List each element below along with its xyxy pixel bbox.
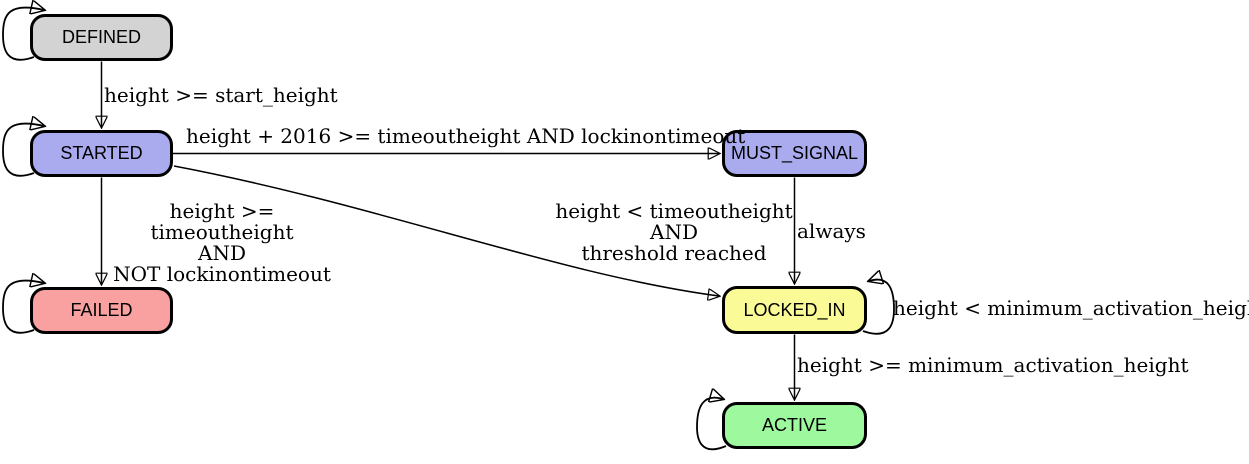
state-defined-label: DEFINED xyxy=(61,27,141,47)
edge-started-to-locked-in xyxy=(173,165,719,296)
label-locked-in-to-active: height >= minimum_activation_height xyxy=(797,353,1189,377)
label-started-to-locked-in-line1: height < timeoutheight xyxy=(555,199,793,223)
label-started-to-must-signal: height + 2016 >= timeoutheight AND locki… xyxy=(186,124,746,148)
state-started-label: STARTED xyxy=(60,143,143,163)
label-locked-in-self-loop: height < minimum_activation_height xyxy=(893,296,1249,320)
label-started-to-failed-line3: NOT lockinontimeout xyxy=(113,262,331,286)
label-started-to-failed-line2: AND xyxy=(198,241,246,265)
started-self-loop-arrow xyxy=(2,124,44,177)
state-failed-label: FAILED xyxy=(70,300,133,320)
state-active: ACTIVE xyxy=(722,402,867,449)
state-locked-in-label: LOCKED_IN xyxy=(743,299,846,320)
label-started-to-failed-line1: height >= timeoutheight xyxy=(150,199,294,244)
active-self-loop-arrow xyxy=(696,398,727,451)
state-failed: FAILED xyxy=(30,287,173,334)
label-defined-to-started: height >= start_height xyxy=(104,83,338,107)
state-defined: DEFINED xyxy=(30,14,173,61)
label-started-to-locked-in-line2: AND xyxy=(650,220,698,244)
state-locked-in: LOCKED_IN xyxy=(722,286,867,334)
label-started-to-locked-in-line3: threshold reached xyxy=(581,241,767,265)
locked-in-self-loop-arrow xyxy=(862,280,895,335)
state-must-signal-label: MUST_SIGNAL xyxy=(730,143,859,163)
label-started-to-failed: height >= timeoutheight AND NOT lockinon… xyxy=(96,201,348,285)
state-started: STARTED xyxy=(30,130,173,177)
label-started-to-locked-in: height < timeoutheight AND threshold rea… xyxy=(550,201,798,264)
defined-self-loop-arrow xyxy=(2,8,44,61)
label-must-signal-to-locked-in: always xyxy=(797,219,866,243)
state-active-label: ACTIVE xyxy=(761,415,827,435)
failed-self-loop-arrow xyxy=(2,281,44,334)
state-must-signal: MUST_SIGNAL xyxy=(722,130,867,177)
